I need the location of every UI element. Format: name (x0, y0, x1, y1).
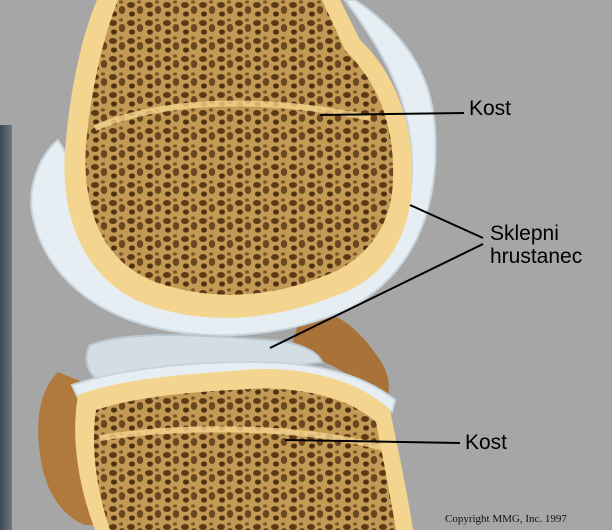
label-articular-cartilage-line2: hrustanec (490, 245, 582, 268)
label-articular-cartilage-line1: Sklepni (490, 222, 582, 245)
label-bone-top: Kost (469, 97, 511, 120)
label-bone-bottom: Kost (465, 431, 507, 454)
bone-lower-spongy (94, 389, 396, 530)
copyright-notice: Copyright MMG, Inc. 1997 (445, 513, 567, 525)
left-edge-strip (0, 125, 12, 530)
label-articular-cartilage: Sklepni hrustanec (490, 222, 582, 268)
